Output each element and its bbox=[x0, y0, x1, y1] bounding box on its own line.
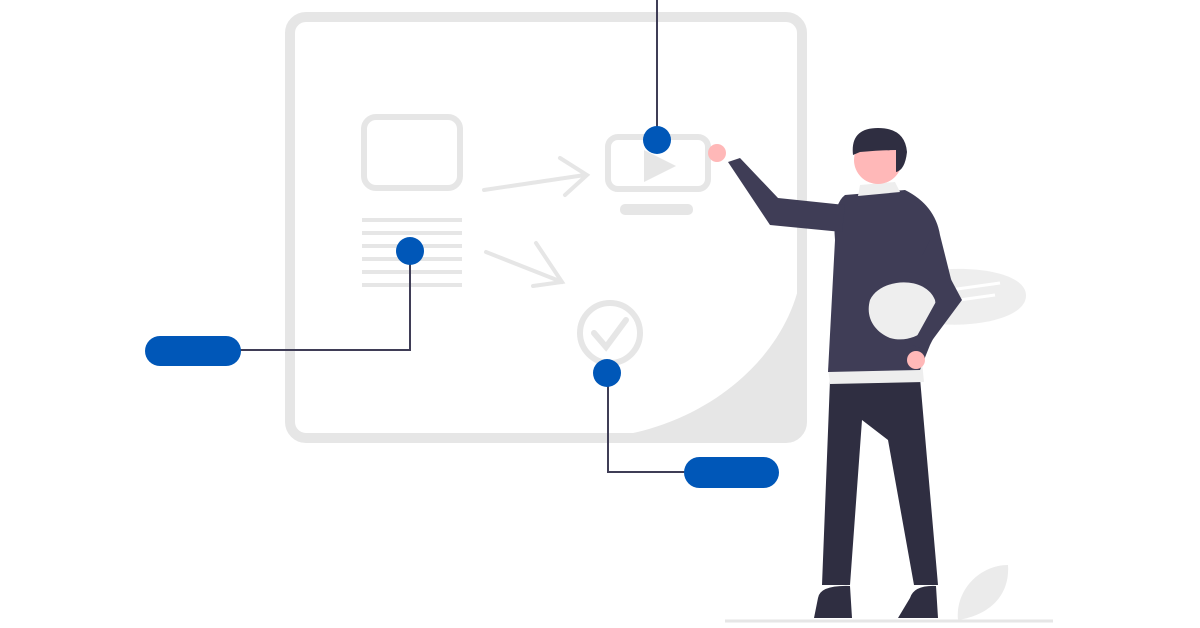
leaf-icon bbox=[957, 565, 1009, 620]
marker-dot-check[interactable] bbox=[593, 359, 621, 387]
label-pill-bottom[interactable] bbox=[684, 457, 779, 488]
hair bbox=[852, 128, 907, 172]
label-pill-left[interactable] bbox=[145, 336, 241, 366]
board bbox=[285, 12, 807, 443]
marker-dot-text[interactable] bbox=[396, 237, 424, 265]
arrow-icon bbox=[482, 156, 591, 197]
board-fold bbox=[600, 270, 802, 438]
check-circle-icon bbox=[577, 300, 643, 366]
connector-lines bbox=[238, 0, 686, 473]
person bbox=[708, 128, 1027, 618]
text-lines-icon bbox=[362, 218, 462, 287]
monitor-play-icon bbox=[605, 134, 711, 215]
video-frame-icon bbox=[361, 114, 463, 191]
marker-dot-video[interactable] bbox=[643, 126, 671, 154]
arrow-icon bbox=[484, 241, 566, 288]
